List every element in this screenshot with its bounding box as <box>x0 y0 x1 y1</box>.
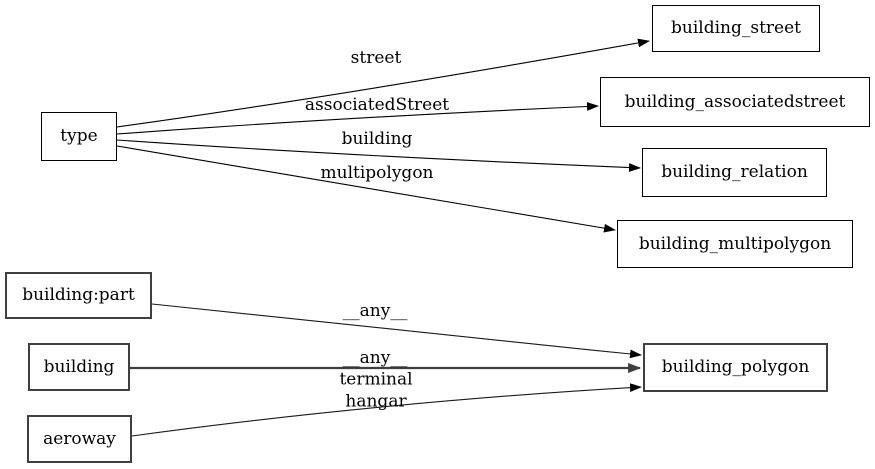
edge-label-any-buildingpart: __any__ <box>342 301 408 322</box>
node-building: building <box>28 343 130 391</box>
node-building-associatedstreet: building_associatedstreet <box>600 77 870 127</box>
edge-label-building: building <box>341 129 413 150</box>
node-building-relation: building_relation <box>642 148 827 197</box>
node-aeroway: aeroway <box>27 415 132 463</box>
edge-type-building-associatedstreet <box>116 102 599 135</box>
edge-label-multipolygon: multipolygon <box>320 163 434 184</box>
node-building-street: building_street <box>652 5 820 52</box>
edge-type-building-street <box>116 38 650 128</box>
node-type: type <box>41 112 117 161</box>
edge-buildingpart-building-polygon <box>151 303 642 359</box>
edge-label-any-building: __any__ <box>342 348 408 369</box>
edge-type-building-relation <box>116 139 641 172</box>
edge-type-building-multipolygon <box>116 145 616 233</box>
edge-aeroway-building-polygon <box>131 383 642 437</box>
node-building-part: building:part <box>5 272 152 319</box>
node-building-polygon: building_polygon <box>643 343 828 392</box>
edge-label-street: street <box>350 48 402 69</box>
edge-label-associatedstreet: associatedStreet <box>304 95 450 116</box>
node-building-multipolygon: building_multipolygon <box>617 220 853 268</box>
edge-label-terminal-hangar: terminal hangar <box>339 369 413 411</box>
